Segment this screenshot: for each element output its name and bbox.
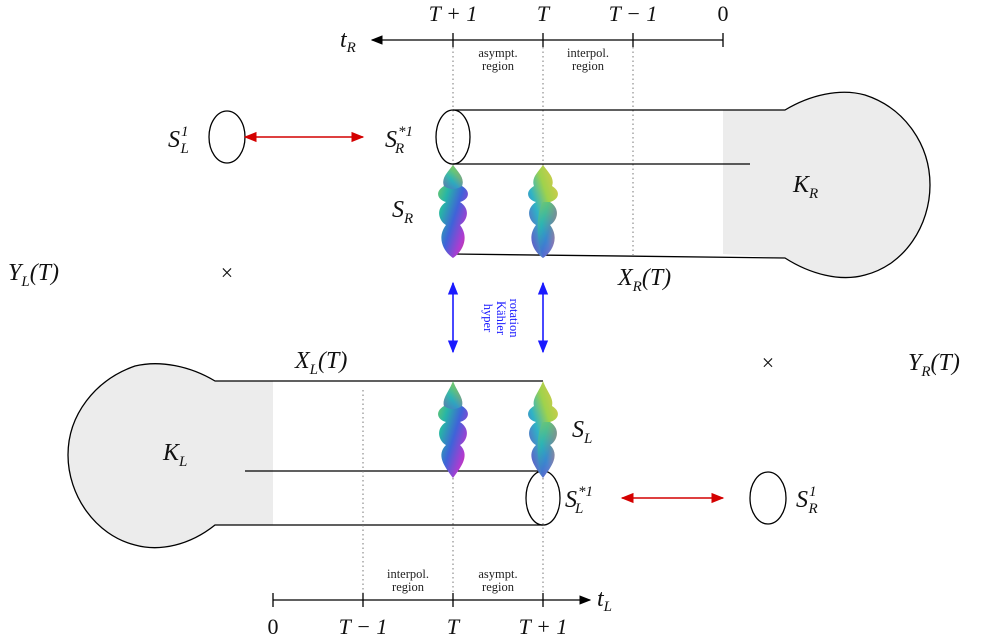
right-circle-s-r-star [435, 109, 471, 165]
label-k-r: KR [792, 172, 818, 202]
top-asymp-region-label-2: region [482, 59, 515, 73]
bottom-tick-label-zero: 0 [268, 614, 279, 639]
label-y-r-t: YR(T) [908, 350, 960, 380]
top-axis-label: tR [340, 27, 356, 56]
bottom-axis-label: tL [597, 586, 612, 615]
top-interp-region-label-1: interpol. [567, 46, 609, 60]
label-s-r: SR [392, 197, 413, 227]
right-manifold [435, 91, 931, 279]
circle-s-l-one [208, 110, 246, 164]
bottom-dotted-guides [362, 390, 544, 593]
label-y-l-t: YL(T) [8, 260, 59, 290]
top-dotted-guides [452, 47, 634, 255]
left-manifold-outline [67, 363, 543, 549]
top-asymp-region-label-1: asympt. [478, 46, 517, 60]
times-left: × [221, 260, 233, 285]
label-k-l: KL [162, 440, 187, 470]
bottom-tick-label-t-plus-1: T + 1 [519, 614, 568, 639]
rotation-label: hyper Kähler rotation [481, 299, 521, 339]
left-cap-shade [68, 363, 273, 548]
bottom-interp-region-label-2: region [392, 580, 425, 594]
left-manifold [67, 363, 561, 549]
top-tick-label-t-minus-1: T − 1 [609, 1, 658, 26]
s-l-blob-2 [528, 381, 558, 478]
top-axis: T + 1 T T − 1 0 tR asympt. region interp… [340, 1, 729, 73]
top-tick-label-zero: 0 [718, 1, 729, 26]
bottom-axis: 0 T − 1 T T + 1 tL interpol. region asym… [268, 567, 613, 639]
bottom-interp-region-label-1: interpol. [387, 567, 429, 581]
s-r-blob-2 [528, 165, 558, 258]
label-x-r-t: XR(T) [617, 265, 671, 295]
circle-s-r-one [749, 471, 787, 525]
top-interp-region-label-2: region [572, 59, 605, 73]
right-manifold-outline [452, 91, 931, 279]
times-right: × [762, 350, 774, 375]
rotation-label-line3: rotation [507, 299, 521, 339]
rotation-label-line1: hyper [481, 304, 495, 333]
bottom-tick-label-t: T [447, 614, 461, 639]
top-tick-label-t-plus-1: T + 1 [429, 1, 478, 26]
s-r-blob-1 [438, 165, 468, 258]
bottom-tick-label-t-minus-1: T − 1 [339, 614, 388, 639]
top-tick-label-t: T [537, 1, 551, 26]
label-x-l-t: XL(T) [294, 348, 347, 378]
s-l-blob-1 [438, 381, 468, 478]
rotation-label-line2: Kähler [494, 301, 508, 336]
right-cap-shade [723, 92, 930, 278]
bottom-asymp-region-label-1: asympt. [478, 567, 517, 581]
label-s-l: SL [572, 417, 592, 447]
bottom-asymp-region-label-2: region [482, 580, 515, 594]
